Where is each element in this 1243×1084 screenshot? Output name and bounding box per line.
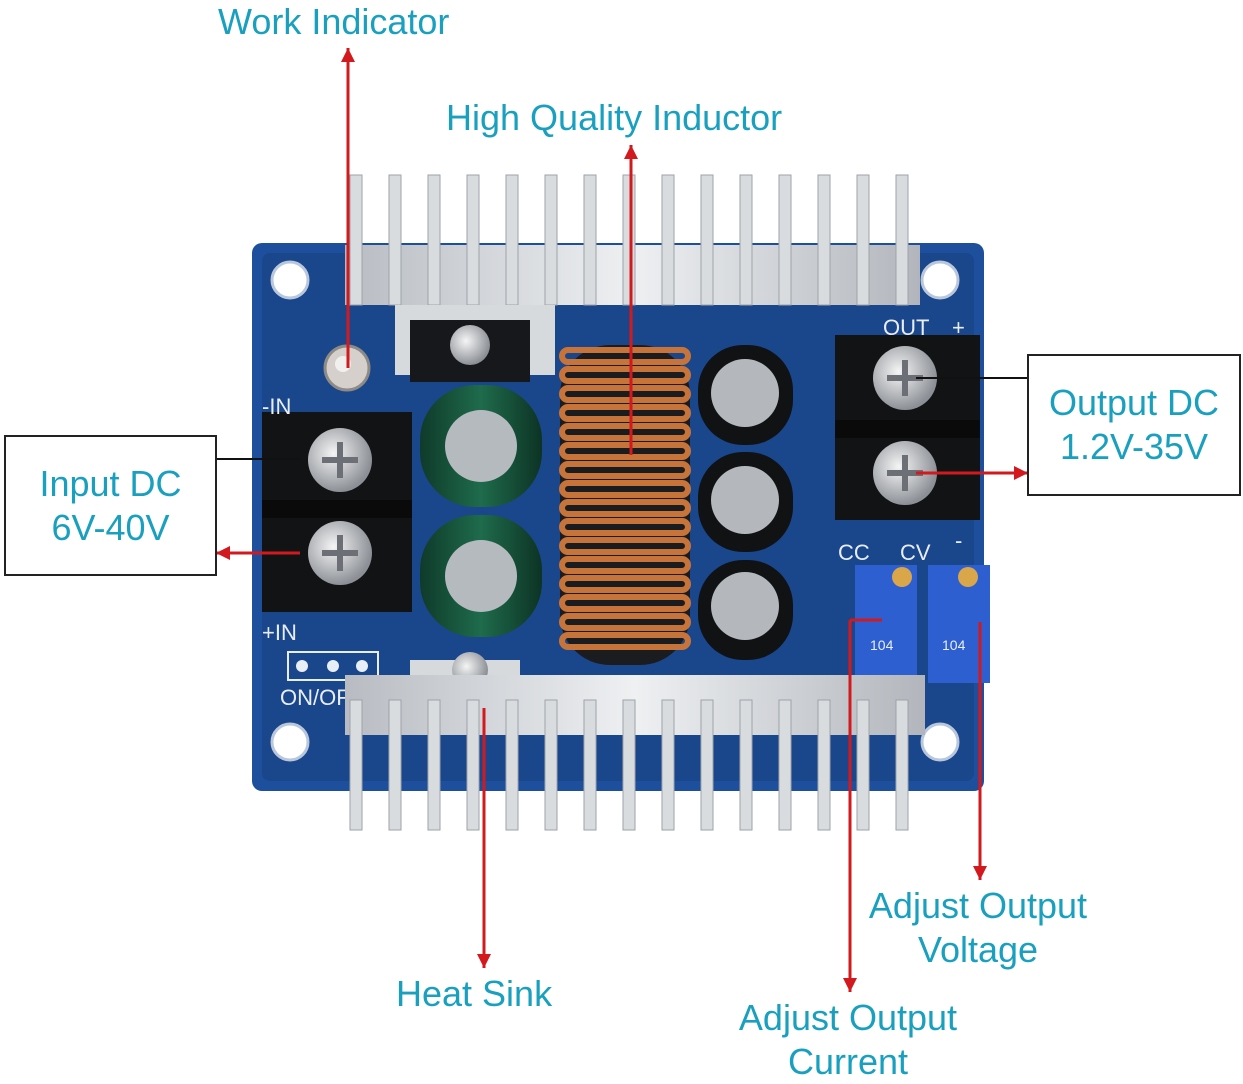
mounting-hole [920,722,960,762]
output-dc-box: Output DC 1.2V-35V [1027,354,1241,496]
inductor-label: High Quality Inductor [446,97,783,138]
silk-pot-code-cv: 104 [942,637,966,653]
input-dc-label: Input DC [39,462,182,504]
silk-plus-in: +IN [262,620,297,645]
silk-cv: CV [900,540,931,565]
output-terminal-block [835,335,980,520]
silk-pot-code-cc: 104 [870,637,894,653]
input-capacitors [420,385,542,637]
adjust-voltage-line2: Voltage [917,929,1039,970]
output-dc-range: 1.2V-35V [1059,426,1209,467]
adjust-voltage-label: Adjust Output Voltage [858,884,1098,972]
callout-arrows [216,48,1028,992]
output-dc-label: Output DC [1048,382,1220,423]
adjust-current-label: Adjust Output Current [728,996,968,1084]
silk-minus: - [955,528,962,553]
adjust-current-line1: Adjust Output [738,997,958,1038]
input-arrow [216,546,300,560]
adjust-voltage-line1: Adjust Output [868,885,1088,926]
heat-sink-label: Heat Sink [396,973,553,1014]
adjust-current-arrow [843,620,857,992]
adjust-current-line2: Current [787,1041,909,1082]
adjust-voltage-arrow [973,622,987,880]
mounting-hole [920,260,960,300]
output-capacitors [698,345,793,660]
input-dc-box: Input DC 6V-40V [4,435,217,576]
mounting-hole [270,260,310,300]
output-arrow [916,466,1028,480]
work-indicator-arrow [341,48,355,368]
inductor-arrow [624,145,638,455]
input-dc-range: 6V-40V [51,506,170,548]
silk-cc: CC [838,540,870,565]
silk-plus: + [952,315,965,340]
silk-out: OUT [883,315,929,340]
work-indicator-label: Work Indicator [218,1,450,42]
mounting-hole [270,722,310,762]
heat-sink-arrow [477,708,491,968]
silk-minus-in: -IN [262,394,291,419]
input-terminal-block [262,412,412,612]
on-off-header [287,651,379,681]
inductor [559,345,691,665]
current-potentiometer [855,565,917,683]
bottom-heat-sink [345,652,925,831]
